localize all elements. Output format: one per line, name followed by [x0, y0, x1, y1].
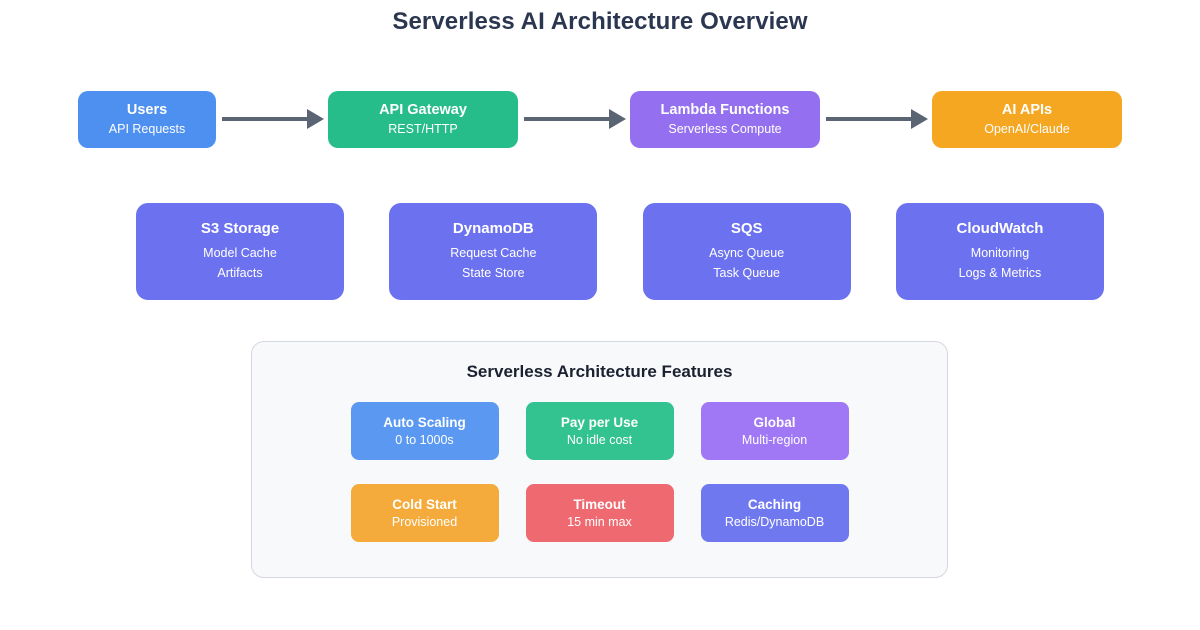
flow-node-title: Lambda Functions — [660, 101, 790, 118]
flow-node-subtitle: REST/HTTP — [388, 121, 458, 136]
feature-chip-title: Auto Scaling — [383, 414, 466, 430]
arrow-shaft — [826, 117, 918, 121]
flow-arrow-icon — [820, 109, 932, 129]
arrow-shaft — [222, 117, 314, 121]
flow-node-subtitle: OpenAI/Claude — [984, 121, 1070, 136]
flow-node-subtitle: API Requests — [108, 121, 186, 136]
flow-arrow-icon — [518, 109, 630, 129]
feature-chip-subtitle: 0 to 1000s — [395, 433, 454, 448]
service-card-detail: Artifacts — [217, 265, 263, 280]
arrow-shaft — [524, 117, 616, 121]
feature-chip-timeout[interactable]: Timeout 15 min max — [525, 484, 674, 542]
arrow-head — [307, 109, 324, 129]
feature-chip-subtitle: Multi-region — [741, 433, 808, 448]
feature-chip-subtitle: Redis/DynamoDB — [724, 515, 825, 530]
service-card-title: CloudWatch — [956, 220, 1044, 237]
feature-chip-title: Timeout — [573, 496, 626, 512]
flow-node-title: Users — [126, 101, 168, 118]
flow-node-title: AI APIs — [1001, 101, 1053, 118]
service-card-detail: Task Queue — [713, 265, 781, 280]
feature-chip-title: Caching — [747, 496, 802, 512]
service-card-detail: Async Queue — [709, 246, 785, 261]
arrow-head — [609, 109, 626, 129]
features-panel-title: Serverless Architecture Features — [466, 362, 733, 381]
feature-chip-subtitle: 15 min max — [567, 515, 632, 530]
flow-node-title: API Gateway — [379, 101, 467, 118]
page-title: Serverless AI Architecture Overview — [392, 8, 808, 35]
feature-chip-auto-scaling[interactable]: Auto Scaling 0 to 1000s — [350, 402, 499, 460]
service-card-detail: Model Cache — [203, 246, 277, 261]
feature-row: Auto Scaling 0 to 1000s Pay per Use No idle… — [350, 402, 849, 460]
service-card-title: DynamoDB — [452, 220, 534, 237]
feature-chip-pay-per-use[interactable]: Pay per Use No idle cost — [525, 402, 674, 460]
features-panel: Serverless Architecture Features Auto Sc… — [251, 341, 948, 578]
feature-grid: Auto Scaling 0 to 1000s Pay per Use No idle… — [252, 402, 947, 542]
arrow-head — [911, 109, 928, 129]
service-card-detail: State Store — [462, 265, 525, 280]
service-card-detail: Logs & Metrics — [958, 265, 1042, 280]
feature-chip-subtitle: No idle cost — [566, 433, 633, 448]
service-card-detail: Request Cache — [450, 246, 537, 261]
service-card-title: S3 Storage — [200, 220, 280, 237]
service-card-detail: Monitoring — [970, 246, 1030, 261]
flow-arrow-icon — [216, 109, 328, 129]
flow-node-subtitle: Serverless Compute — [668, 121, 782, 136]
feature-chip-title: Global — [753, 414, 796, 430]
feature-chip-title: Pay per Use — [560, 414, 639, 430]
feature-chip-subtitle: Provisioned — [391, 515, 458, 530]
service-card-title: SQS — [730, 220, 763, 237]
feature-chip-title: Cold Start — [392, 496, 457, 512]
